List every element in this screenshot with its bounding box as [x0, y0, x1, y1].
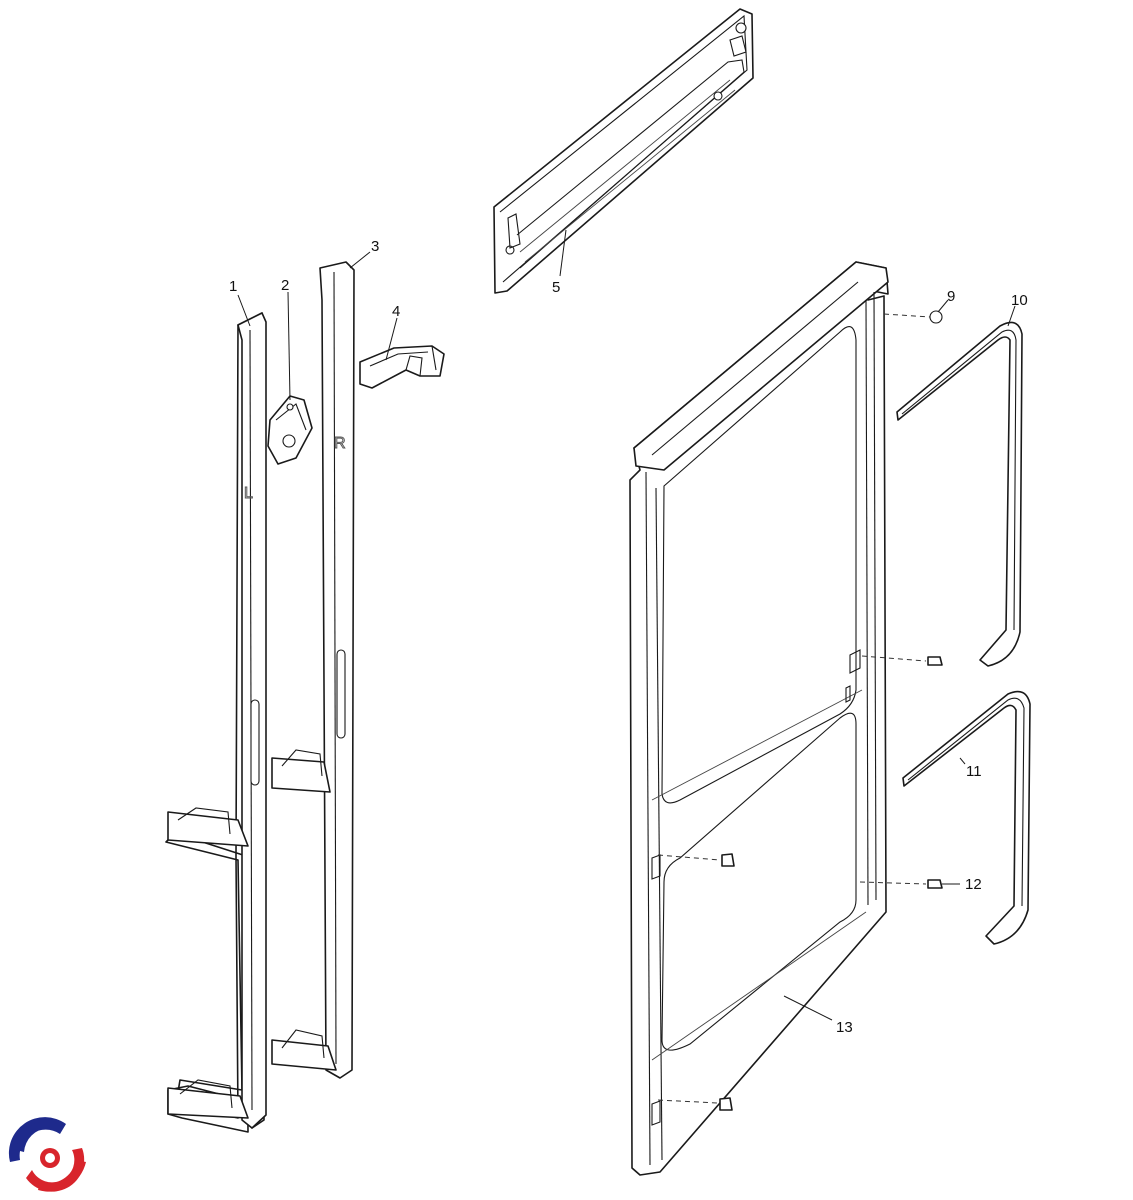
- callout-4: 4: [392, 303, 400, 320]
- part-13-door-panel: [629, 261, 889, 1176]
- screw-middle: [721, 853, 735, 867]
- fasteners: [657, 310, 943, 1111]
- screw-lower: [719, 1097, 733, 1111]
- part-5-upper-frame-rail: [493, 8, 754, 294]
- callout-5: 5: [552, 279, 560, 296]
- part-11-lower-window-seal: [902, 690, 1031, 945]
- part-4-bracket: [359, 345, 445, 389]
- brand-logo: [6, 1116, 86, 1196]
- part-2-hinge-bracket: [267, 395, 313, 465]
- callout-10: 10: [1011, 292, 1028, 309]
- callout-1: 1: [229, 278, 237, 295]
- part-12-screw: [927, 879, 943, 889]
- left-side-mark: L: [244, 485, 253, 502]
- part-3-right-pillar: [271, 261, 355, 1079]
- screw-upper: [927, 656, 943, 666]
- part-9-clip: [929, 310, 943, 324]
- callout-11: 11: [966, 763, 982, 780]
- part-10-upper-window-seal: [896, 321, 1023, 667]
- callout-12: 12: [965, 876, 982, 893]
- part-1-left-pillar: [165, 312, 267, 1133]
- callout-3: 3: [371, 238, 379, 255]
- callout-labels: 1 2 3 4 5 9 10 11 12 13: [229, 238, 1028, 1036]
- callout-2: 2: [281, 277, 289, 294]
- leader-lines: [237, 229, 1016, 1021]
- callout-9: 9: [947, 288, 955, 305]
- callout-13: 13: [836, 1019, 853, 1036]
- right-side-mark: R: [334, 435, 346, 452]
